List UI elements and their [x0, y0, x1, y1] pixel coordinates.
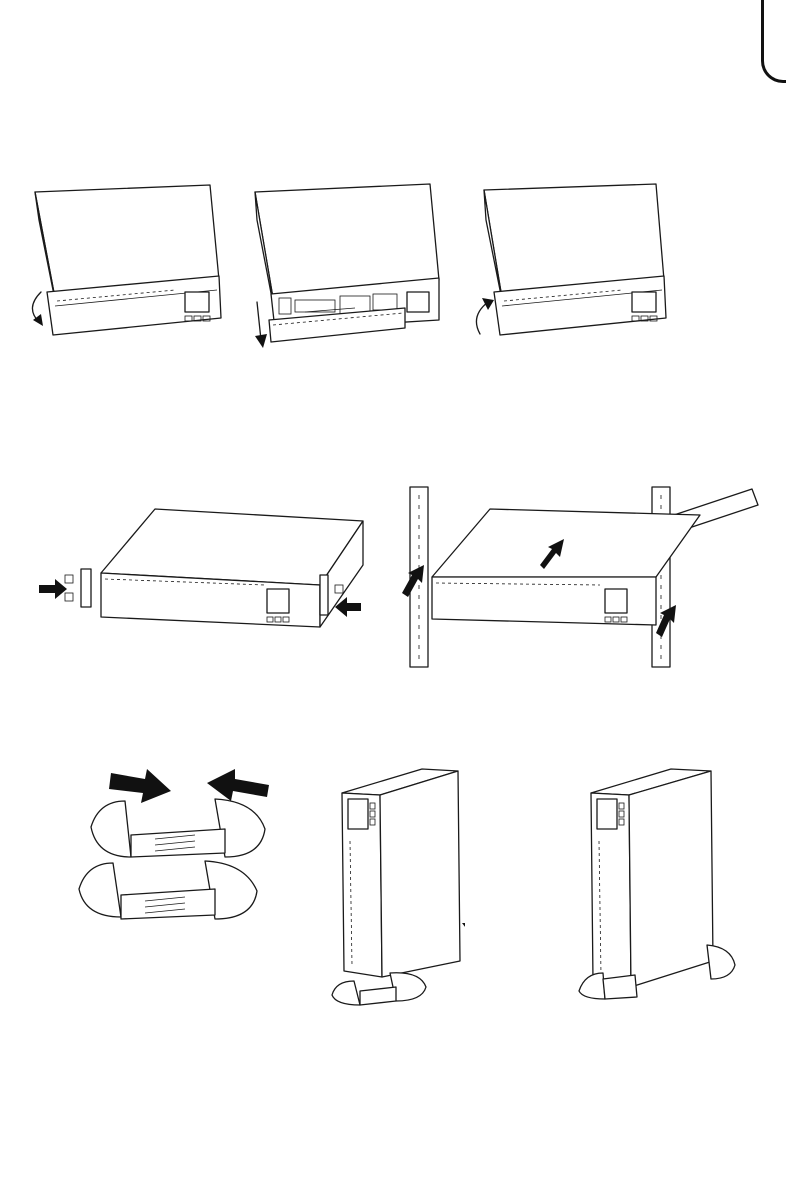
solid-arrow-icon [462, 897, 465, 937]
figure-rotate-panel-down [25, 180, 225, 345]
figure-assemble-stand-feet [75, 765, 275, 930]
left-rack-bracket [65, 569, 91, 607]
arrow-down-icon [255, 302, 267, 348]
figure-ups-on-stands [575, 765, 740, 1005]
lcd-display [597, 799, 617, 829]
lcd-display [632, 292, 656, 312]
lcd-display [267, 589, 289, 613]
figure-rotate-panel-up [470, 180, 670, 345]
stand-foot [332, 973, 426, 1005]
lcd-display [348, 799, 368, 829]
lcd-display [407, 292, 429, 312]
figure-pull-panel-off [245, 180, 445, 350]
stand-foot-bottom [79, 861, 257, 919]
lcd-display [185, 292, 209, 312]
solid-arrow-icon [39, 579, 67, 599]
solid-arrow-icon [207, 769, 269, 801]
lcd-display [605, 589, 627, 613]
figure-slide-into-rack [400, 485, 760, 670]
stand-foot-top [91, 799, 265, 857]
figure-attach-brackets [35, 505, 365, 635]
page-edge-tab [761, 0, 786, 83]
curved-arrow-up-icon [476, 298, 494, 334]
figure-lower-ups-onto-stands [330, 765, 465, 1010]
curved-arrow-down-icon [32, 292, 43, 326]
solid-arrow-icon [109, 769, 171, 803]
